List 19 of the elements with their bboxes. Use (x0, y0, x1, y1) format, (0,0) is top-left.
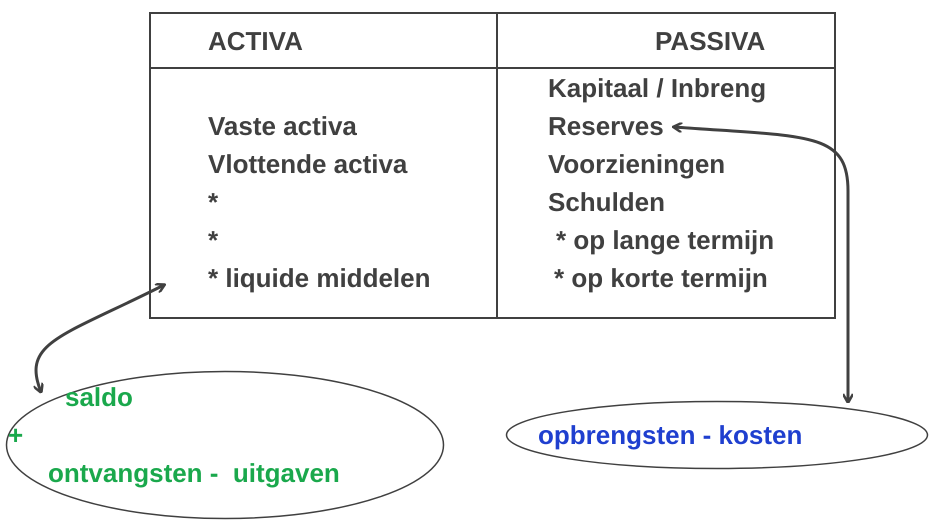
table-text: Reserves (548, 111, 664, 141)
table-text: * (208, 187, 218, 217)
column-heading: PASSIVA (655, 26, 766, 56)
double-arrow (32, 282, 166, 394)
ellipse-text: + (8, 420, 24, 450)
ellipse-text: saldo (65, 382, 133, 412)
table-text: * (208, 225, 218, 255)
table-text: Vaste activa (208, 111, 357, 141)
table-text: * op korte termijn (554, 263, 768, 293)
table-text: Vlottende activa (208, 149, 408, 179)
table-text: * op lange termijn (556, 225, 774, 255)
table-text: Voorzieningen (548, 149, 726, 179)
table-text: * liquide middelen (208, 263, 430, 293)
column-heading: ACTIVA (208, 26, 303, 56)
table-text: Schulden (548, 187, 666, 217)
ellipse-text: ontvangsten - uitgaven (48, 458, 340, 488)
table-text: Kapitaal / Inbreng (548, 73, 766, 103)
ellipse-text: opbrengsten - kosten (538, 420, 802, 450)
double-arrow (672, 121, 854, 404)
